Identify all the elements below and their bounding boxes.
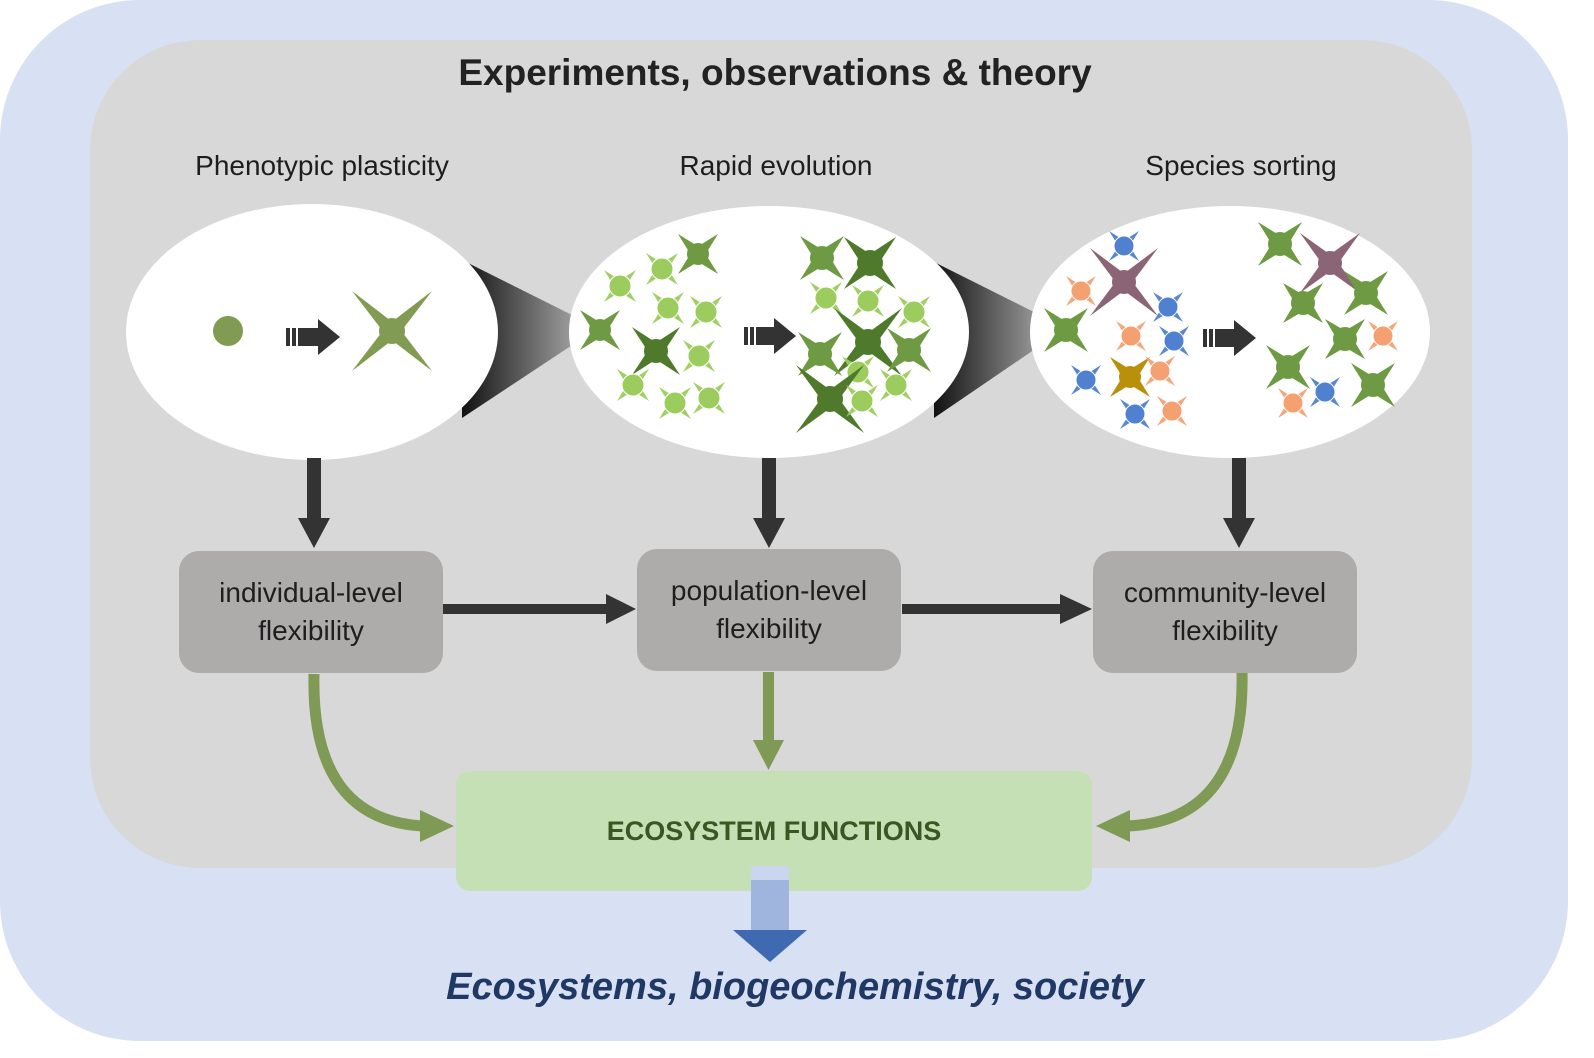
evolution-cell-icon bbox=[646, 253, 678, 285]
orange-cell-icon bbox=[1145, 356, 1175, 386]
spiny-cell-icon bbox=[352, 291, 432, 371]
evolution-cell-icon bbox=[880, 369, 912, 401]
orange-cell-icon bbox=[1066, 276, 1096, 306]
evolution-spiny-cell-icon bbox=[580, 310, 620, 350]
blue-cell-icon bbox=[1109, 231, 1139, 261]
arrow-individual-to-population bbox=[442, 594, 636, 624]
green-arrowhead-left bbox=[420, 810, 454, 842]
green-spiny-cell-icon bbox=[1258, 222, 1302, 266]
plasticity-block-arrow bbox=[286, 319, 340, 355]
evolution-block-arrow bbox=[744, 318, 796, 354]
evolution-cell-icon bbox=[683, 340, 715, 372]
community-level-line2: flexibility bbox=[1172, 615, 1278, 646]
diagram-title: Experiments, observations & theory bbox=[458, 52, 1092, 93]
green-arrow-center bbox=[763, 672, 774, 742]
green-spiny-cell-icon bbox=[1351, 363, 1395, 407]
individual-level-line1: individual-level bbox=[219, 577, 403, 608]
mauve-spiny-cell-icon bbox=[1090, 248, 1158, 316]
label-phenotypic-plasticity: Phenotypic plasticity bbox=[195, 150, 449, 181]
evolution-cell-icon bbox=[693, 382, 725, 414]
gold-spiny-cell-icon bbox=[1110, 357, 1150, 397]
down-arrow-population bbox=[753, 458, 785, 548]
population-level-line2: flexibility bbox=[716, 613, 822, 644]
population-level-box: population-level flexibility bbox=[637, 549, 901, 671]
orange-cell-icon bbox=[1278, 388, 1308, 418]
orange-cell-icon bbox=[1116, 321, 1146, 351]
blue-cell-icon bbox=[1153, 292, 1183, 322]
sorting-block-arrow bbox=[1203, 320, 1256, 356]
evolution-spiny-cell-icon bbox=[796, 365, 864, 433]
label-rapid-evolution: Rapid evolution bbox=[679, 150, 873, 181]
evolution-spiny-cell-icon bbox=[678, 234, 718, 274]
down-arrow-community bbox=[1223, 458, 1255, 548]
evolution-cell-icon bbox=[852, 285, 884, 317]
mauve-spiny-cell-icon bbox=[1300, 233, 1360, 293]
individual-level-line2: flexibility bbox=[258, 615, 364, 646]
zoom-cone-2 bbox=[934, 262, 1066, 418]
green-arrowhead-center bbox=[753, 740, 784, 770]
outcome-down-arrow bbox=[733, 866, 807, 962]
down-arrow-individual bbox=[298, 458, 330, 548]
blue-cell-icon bbox=[1120, 399, 1150, 429]
blue-cell-icon bbox=[1310, 377, 1340, 407]
evolution-spiny-cell-icon bbox=[887, 328, 931, 372]
label-species-sorting: Species sorting bbox=[1145, 150, 1337, 181]
evolution-spiny-cell-icon bbox=[800, 236, 844, 280]
zoom-cone-1 bbox=[462, 260, 598, 418]
evolution-spiny-cell-icon bbox=[632, 327, 680, 375]
orange-cell-icon bbox=[1368, 321, 1398, 351]
orange-cell-icon bbox=[1157, 396, 1187, 426]
community-level-line1: community-level bbox=[1123, 577, 1327, 608]
evolution-cell-icon bbox=[898, 296, 930, 328]
evolution-cell-icon bbox=[690, 296, 722, 328]
arrow-population-to-community bbox=[902, 594, 1092, 624]
evolution-cell-icon bbox=[617, 369, 649, 401]
green-spiny-cell-icon bbox=[1283, 283, 1323, 323]
evolution-cell-icon bbox=[652, 292, 684, 324]
green-arrowhead-right bbox=[1096, 810, 1130, 842]
green-spiny-cell-icon bbox=[1266, 345, 1310, 389]
evolution-cell-icon bbox=[810, 282, 842, 314]
evolution-spiny-cell-icon bbox=[844, 237, 896, 289]
green-spiny-cell-icon bbox=[1325, 319, 1365, 359]
blue-cell-icon bbox=[1159, 326, 1189, 356]
evolution-cell-icon bbox=[604, 270, 636, 302]
evolution-cell-icon bbox=[846, 385, 878, 417]
population-level-line1: population-level bbox=[670, 575, 868, 606]
community-level-box: community-level flexibility bbox=[1093, 551, 1357, 673]
green-arrow-right bbox=[1127, 671, 1248, 832]
green-arrow-left bbox=[308, 673, 425, 832]
outcome-label: Ecosystems, biogeochemistry, society bbox=[446, 966, 1144, 1008]
evolution-cell-icon bbox=[659, 387, 691, 419]
ecosystem-functions-label: ECOSYSTEM FUNCTIONS bbox=[606, 815, 942, 846]
individual-level-box: individual-level flexibility bbox=[179, 551, 443, 673]
blue-cell-icon bbox=[1071, 365, 1101, 395]
round-cell-icon bbox=[213, 316, 243, 346]
green-spiny-cell-icon bbox=[1344, 271, 1388, 315]
green-spiny-cell-icon bbox=[1044, 308, 1088, 352]
evolution-spiny-cell-icon bbox=[798, 332, 842, 376]
